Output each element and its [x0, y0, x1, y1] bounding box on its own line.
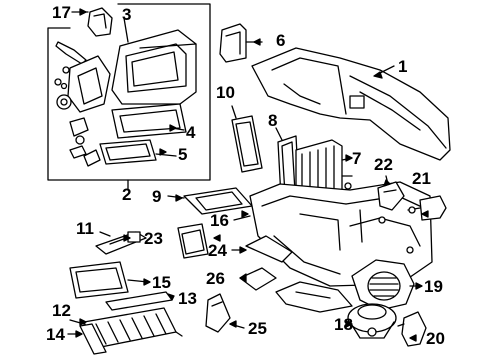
part-13-seal [105, 291, 173, 311]
part-5-duct [83, 139, 177, 167]
callout-15: 15 [152, 273, 171, 292]
callout-16: 16 [210, 211, 229, 230]
part-10-gasket [231, 105, 263, 173]
part-25-bracket [205, 293, 245, 333]
part-19-blower [351, 259, 421, 311]
part-cluster-left [54, 41, 111, 159]
part-1-housing [251, 47, 451, 161]
part-4-door [111, 103, 187, 139]
callout-8: 8 [268, 111, 278, 130]
callout-4: 4 [186, 123, 196, 142]
callout-7: 7 [352, 149, 362, 168]
leader-lines [75, 8, 429, 342]
part-23-panel [177, 223, 209, 259]
subassembly-box [47, 3, 211, 191]
callout-17: 17 [52, 3, 71, 22]
part-20-connector [397, 311, 427, 347]
callout-3: 3 [122, 5, 132, 24]
callout-10: 10 [216, 83, 235, 102]
part-26-duct [239, 267, 353, 313]
callout-14: 14 [46, 325, 65, 344]
callout-18: 18 [334, 315, 353, 334]
callout-12: 12 [52, 301, 71, 320]
callout-25: 25 [248, 319, 267, 338]
callout-5: 5 [178, 145, 188, 164]
part-18-motor [347, 303, 397, 339]
callout-26: 26 [206, 269, 225, 288]
callout-11: 11 [76, 219, 94, 238]
part-9-filter [167, 187, 253, 215]
part-6-bracket [219, 23, 263, 63]
callout-23: 23 [144, 229, 163, 248]
part-3-case [111, 17, 197, 105]
callout-22: 22 [374, 155, 393, 174]
callout-24: 24 [208, 241, 227, 260]
part-17-clip [71, 7, 113, 37]
callout-21: 21 [412, 169, 431, 188]
callout-19: 19 [424, 277, 443, 296]
callout-20: 20 [426, 329, 445, 348]
callout-9: 9 [152, 187, 162, 206]
callout-1: 1 [398, 57, 408, 76]
part-15-frame [69, 261, 149, 299]
part-11-bracket [95, 231, 147, 255]
callout-6: 6 [276, 31, 286, 50]
callout-2: 2 [122, 185, 132, 204]
callout-13: 13 [178, 289, 197, 308]
